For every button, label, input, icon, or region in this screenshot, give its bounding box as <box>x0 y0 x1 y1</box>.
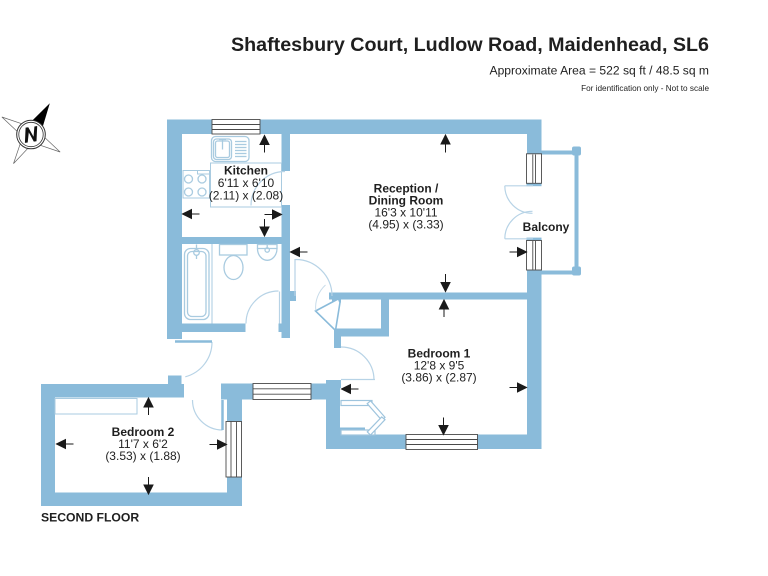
svg-text:Balcony: Balcony <box>523 220 570 234</box>
svg-text:For identification only - Not: For identification only - Not to scale <box>581 84 709 93</box>
svg-text:(3.86) x (2.87): (3.86) x (2.87) <box>401 371 476 385</box>
svg-text:(4.95) x (3.33): (4.95) x (3.33) <box>368 218 443 232</box>
svg-text:12'8 x 9'5: 12'8 x 9'5 <box>414 359 465 373</box>
svg-text:Reception /: Reception / <box>374 182 439 196</box>
svg-text:Shaftesbury Court, Ludlow Road: Shaftesbury Court, Ludlow Road, Maidenhe… <box>231 34 709 56</box>
svg-text:6'11 x 6'10: 6'11 x 6'10 <box>218 176 275 190</box>
svg-text:16'3 x 10'11: 16'3 x 10'11 <box>374 206 437 220</box>
svg-text:Bedroom 2: Bedroom 2 <box>112 425 175 439</box>
svg-text:SECOND FLOOR: SECOND FLOOR <box>41 511 139 525</box>
svg-text:Bedroom 1: Bedroom 1 <box>408 347 471 361</box>
svg-text:Kitchen: Kitchen <box>224 164 268 178</box>
svg-text:(3.53) x (1.88): (3.53) x (1.88) <box>105 449 180 463</box>
svg-text:Dining Room: Dining Room <box>369 194 444 208</box>
svg-text:(2.11) x (2.08): (2.11) x (2.08) <box>209 189 283 203</box>
svg-text:Approximate Area = 522 sq ft /: Approximate Area = 522 sq ft / 48.5 sq m <box>490 64 710 78</box>
svg-text:11'7 x 6'2: 11'7 x 6'2 <box>118 437 168 451</box>
